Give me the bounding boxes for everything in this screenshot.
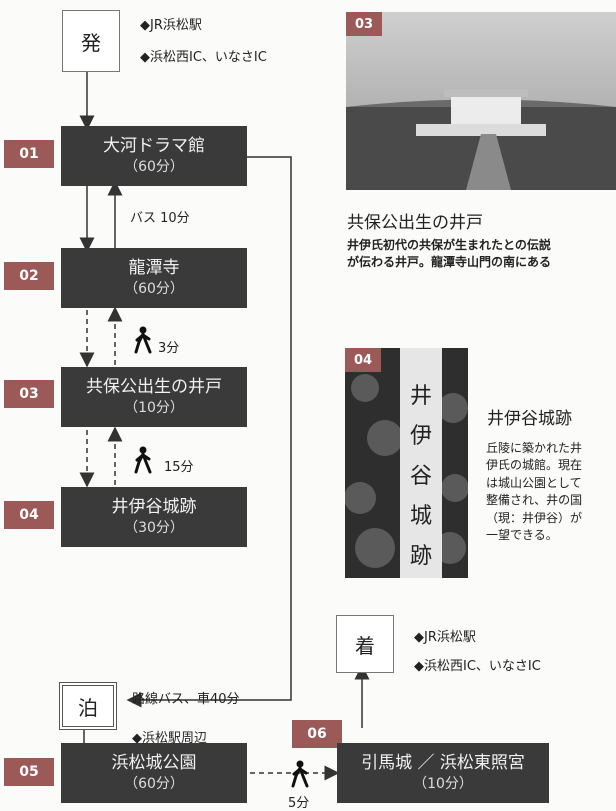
step-duration: （60分） (124, 281, 184, 298)
step-05-hamamatsu-castle-park: 浜松城公園 （60分） (61, 743, 247, 803)
photo-number-04: 04 (345, 348, 381, 372)
svg-text:跡: 跡 (410, 544, 432, 569)
step-number-05: 05 (4, 758, 54, 786)
stay-transport: 路線バス、車40分 (132, 692, 240, 707)
stay-marker: 泊 (59, 682, 117, 730)
svg-text:井: 井 (410, 384, 432, 409)
desc-line: 井伊氏初代の共保が生まれたとの伝説 (347, 238, 551, 252)
walk-time-label: 3分 (158, 341, 180, 356)
start-info-2: ◆浜松西IC、いなさIC (140, 50, 267, 65)
arrive-marker: 着 (336, 615, 394, 673)
stay-marker-label: 泊 (78, 695, 98, 720)
step-name: 龍潭寺 (128, 258, 180, 279)
desc-line: 整備され、井の国 (486, 493, 583, 508)
desc-line: が伝わる井戸。龍潭寺山門の南にある (347, 255, 552, 270)
walking-person-icon (133, 326, 153, 360)
step-duration: （60分） (124, 776, 184, 793)
step-01-taiga-drama-hall: 大河ドラマ館 （60分） (61, 126, 247, 186)
start-info-1: ◆JR浜松駅 (140, 18, 202, 33)
svg-text:伊: 伊 (410, 424, 432, 449)
walking-person-icon (133, 446, 153, 478)
step-number-06: 06 (292, 720, 342, 748)
walk-time-label: 15分 (164, 460, 194, 475)
step-duration: （10分） (124, 400, 184, 417)
desc-line: は城山公園として (486, 475, 582, 490)
step-name: 浜松城公園 (111, 753, 197, 774)
arrive-info-1: ◆JR浜松駅 (414, 630, 476, 645)
arrive-marker-label: 着 (355, 633, 375, 658)
step-number-01: 01 (4, 140, 54, 168)
step-duration: （60分） (124, 159, 184, 176)
svg-text:谷: 谷 (410, 464, 432, 489)
step-name: 引馬城 ／ 浜松東照宮 (361, 753, 525, 774)
svg-text:城: 城 (410, 504, 432, 529)
step-02-ryotanji: 龍潭寺 （60分） (61, 248, 247, 308)
desc-line: 伊氏の城館。現在 (486, 458, 583, 473)
spot-04-title: 井伊谷城跡 (487, 409, 572, 429)
walking-person-icon (290, 760, 310, 792)
step-number-04: 04 (4, 501, 54, 529)
walk-time-label: 5分 (288, 796, 310, 811)
bus-time-label: バス 10分 (130, 211, 190, 226)
step-name: 井伊谷城跡 (111, 497, 197, 518)
photo-castle-ruins: 井 伊 谷 城 跡 04 (344, 348, 469, 578)
step-03-well: 共保公出生の井戸 （10分） (61, 367, 247, 427)
step-name: 共保公出生の井戸 (86, 377, 222, 398)
arrive-info-2: ◆浜松西IC、いなさIC (414, 659, 541, 674)
step-duration: （10分） (413, 776, 473, 793)
step-name: 大河ドラマ館 (103, 136, 205, 157)
photo-well: 03 (346, 12, 616, 190)
photo-number-03: 03 (346, 12, 382, 36)
spot-04-desc: 丘陵に築かれた井 伊氏の城館。現在 は城山公園として 整備され、井の国 （現：井… (486, 440, 582, 544)
desc-line: 一望できる。 (486, 527, 558, 542)
step-number-03: 03 (4, 380, 54, 408)
start-marker: 発 (62, 10, 120, 72)
desc-line: 丘陵に築かれた井 (486, 441, 583, 455)
step-number-02: 02 (4, 262, 54, 290)
spot-03-title: 共保公出生の井戸 (347, 213, 483, 233)
stay-location: ◆浜松駅周辺 (132, 731, 207, 746)
step-06-hikuma-castle: 引馬城 ／ 浜松東照宮 （10分） (337, 743, 549, 803)
step-04-iinoya-castle: 井伊谷城跡 （30分） (61, 487, 247, 547)
start-marker-label: 発 (81, 30, 101, 55)
spot-03-desc: 井伊氏初代の共保が生まれたとの伝説 が伝わる井戸。龍潭寺山門の南にある (347, 237, 551, 272)
desc-line: （現：井伊谷）が (486, 510, 583, 525)
step-duration: （30分） (124, 520, 184, 537)
